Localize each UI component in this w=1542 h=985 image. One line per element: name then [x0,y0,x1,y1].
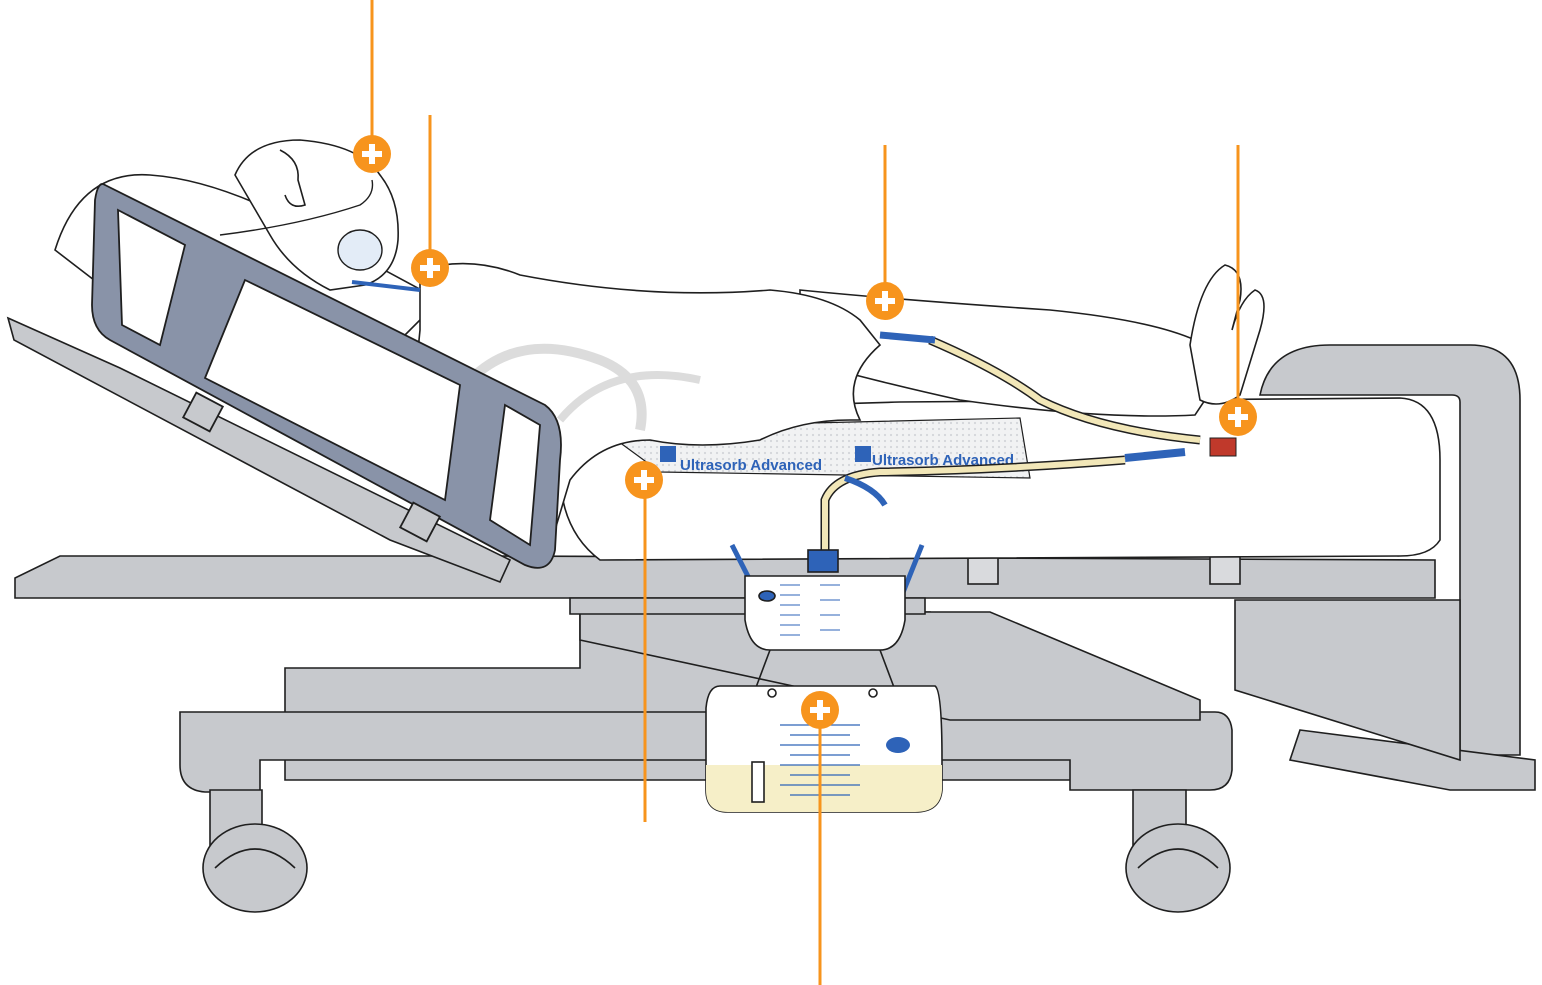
medline-star-icon [660,446,676,462]
catheter-tubing [820,331,1237,560]
plus-icon [625,461,663,499]
airway-devices [219,179,421,292]
hotspot-nasal-cannula[interactable] [352,134,392,174]
plus-icon [801,691,839,729]
underpad-label-1: Ultrasorb Advanced [680,457,822,474]
urine-meter [705,543,943,813]
hotspot-tracheostomy[interactable] [410,248,450,288]
plus-icon [866,282,904,320]
plus-icon [1219,398,1257,436]
hotspot-catheter-connector[interactable] [1218,397,1258,437]
hotspot-urine-meter[interactable] [800,690,840,730]
hotspot-foley-catheter[interactable] [865,281,905,321]
medline-star-icon [855,446,871,462]
bear-logo-icon [886,737,910,753]
graduated-scale-icon [780,584,840,636]
plus-icon [353,135,391,173]
bear-logo-icon [758,590,776,602]
callout-lines [370,0,1240,985]
side-rail [91,183,562,569]
plus-icon [411,249,449,287]
hotspot-underpad[interactable] [624,460,664,500]
